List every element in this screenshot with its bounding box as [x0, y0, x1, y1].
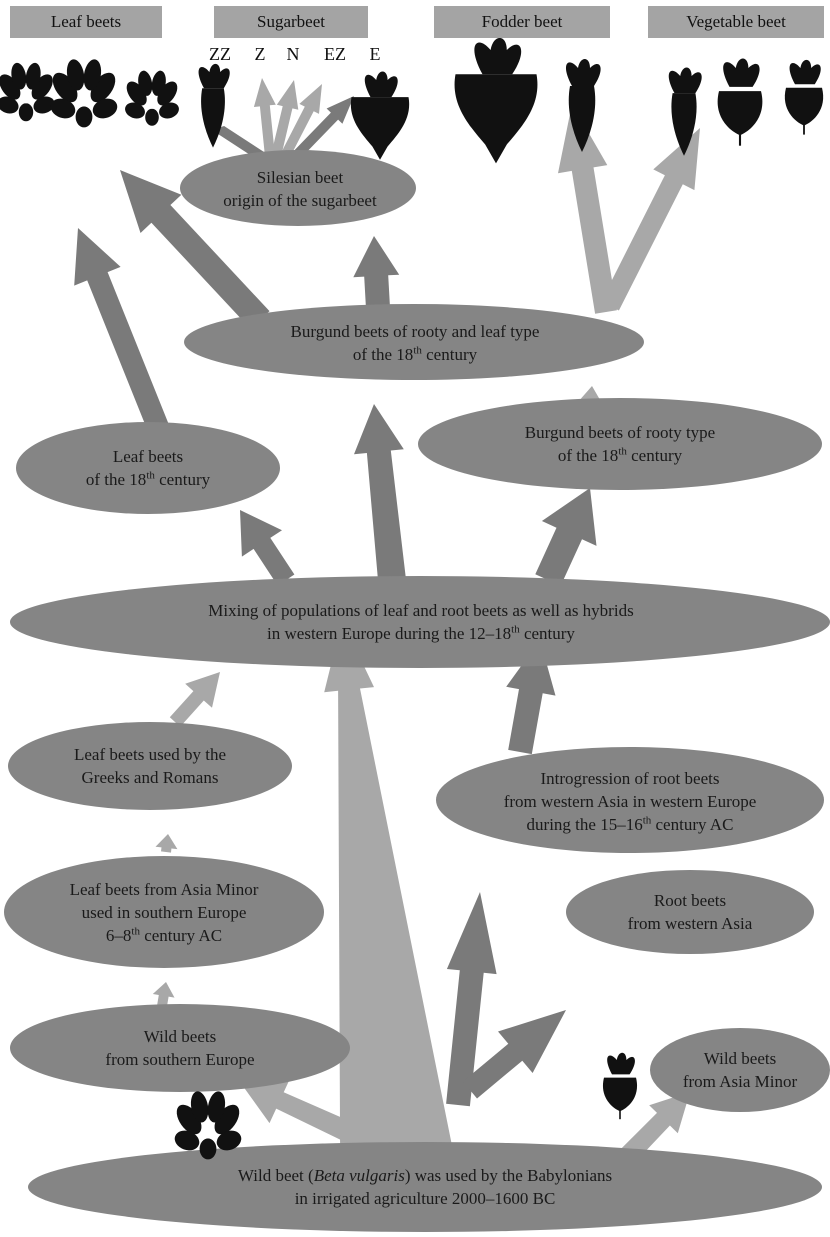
- arrow-root-asia-right: [463, 1010, 566, 1099]
- arrow-mixing-to-leaf18: [240, 510, 295, 586]
- vegetable-beet-icon-3: [784, 59, 824, 135]
- ellipse-babylonian: [28, 1142, 822, 1232]
- ellipse-silesian: [180, 150, 416, 226]
- node-wild-beet-babylonians: Wild beet (Beta vulgaris) was used by th…: [237, 1166, 613, 1208]
- arrow-burgund-to-silesian: [353, 236, 400, 309]
- sugarbeet-icon-zz: [198, 63, 230, 148]
- sugarbeet-type-ez: EZ: [324, 44, 346, 64]
- wild-root-beet-icon: [602, 1052, 638, 1120]
- arrow-silesian-to-z: [253, 78, 276, 157]
- arrow-introgression-to-mixing: [506, 640, 556, 755]
- fodder-beet-icon-1: [454, 37, 538, 164]
- arrow-silesian-to-n: [271, 80, 299, 158]
- ellipse-introgression: [436, 747, 824, 853]
- arrow-babylon-to-mixing: [324, 620, 460, 1197]
- sugarbeet-type-zz: ZZ: [209, 44, 231, 64]
- fodder-beet-icon-2: [565, 59, 601, 152]
- arrow-silesian-to-e: [288, 96, 354, 164]
- header-vegetable-beet: Vegetable beet: [648, 6, 824, 38]
- arrow-burgund-to-fodder: [558, 104, 617, 314]
- arrow-burgund-to-leaf-beets: [120, 170, 270, 329]
- ellipse-wild-asia-minor: [650, 1028, 830, 1112]
- ellipse-leaf-18: [16, 422, 280, 514]
- arrow-wild-south-to-asia-minor: [152, 982, 175, 1007]
- vegetable-beet-icon-1: [668, 67, 702, 156]
- ellipse-asia-minor-leaf: [4, 856, 324, 968]
- sugarbeet-type-z: Z: [254, 44, 266, 64]
- ellipse-mixing: [10, 576, 830, 668]
- wild-leaf-beet-icon: [174, 1091, 242, 1160]
- leaf-beet-icon-1: [0, 62, 55, 122]
- arrow-asia-minor-to-greeks: [155, 834, 178, 853]
- ellipse-burgund-rooty: [418, 398, 822, 490]
- vegetable-beet-icon-2: [717, 58, 763, 146]
- arrow-greeks-to-mixing: [169, 672, 220, 727]
- ellipse-burgund-rooty-leaf: [184, 304, 644, 380]
- arrow-mixing-to-burgund-rooty: [535, 488, 597, 586]
- ellipse-greeks: [8, 722, 292, 810]
- header-leaf-beets: Leaf beets: [10, 6, 162, 38]
- arrow-burgund-to-vegetable: [601, 128, 700, 311]
- leaf-beet-icon-2: [50, 59, 118, 128]
- arrow-silesian-to-ez: [279, 84, 322, 161]
- sugarbeet-type-n: N: [286, 44, 300, 64]
- sugarbeet-type-e: E: [369, 44, 381, 64]
- header-fodder-beet: Fodder beet: [434, 6, 610, 38]
- node-mixing-populations: Mixing of populations of leaf and root b…: [208, 601, 634, 643]
- header-sugarbeet: Sugarbeet: [214, 6, 368, 38]
- sugarbeet-icon-e: [350, 71, 410, 160]
- ellipse-wild-southern: [10, 1004, 350, 1092]
- arrow-root-asia-up: [446, 892, 497, 1107]
- arrow-leaf18-to-leaf-beets: [74, 228, 171, 437]
- arrow-mixing-to-burgund: [354, 404, 406, 582]
- leaf-beet-icon-3: [125, 70, 179, 126]
- ellipse-root-asia: [566, 870, 814, 954]
